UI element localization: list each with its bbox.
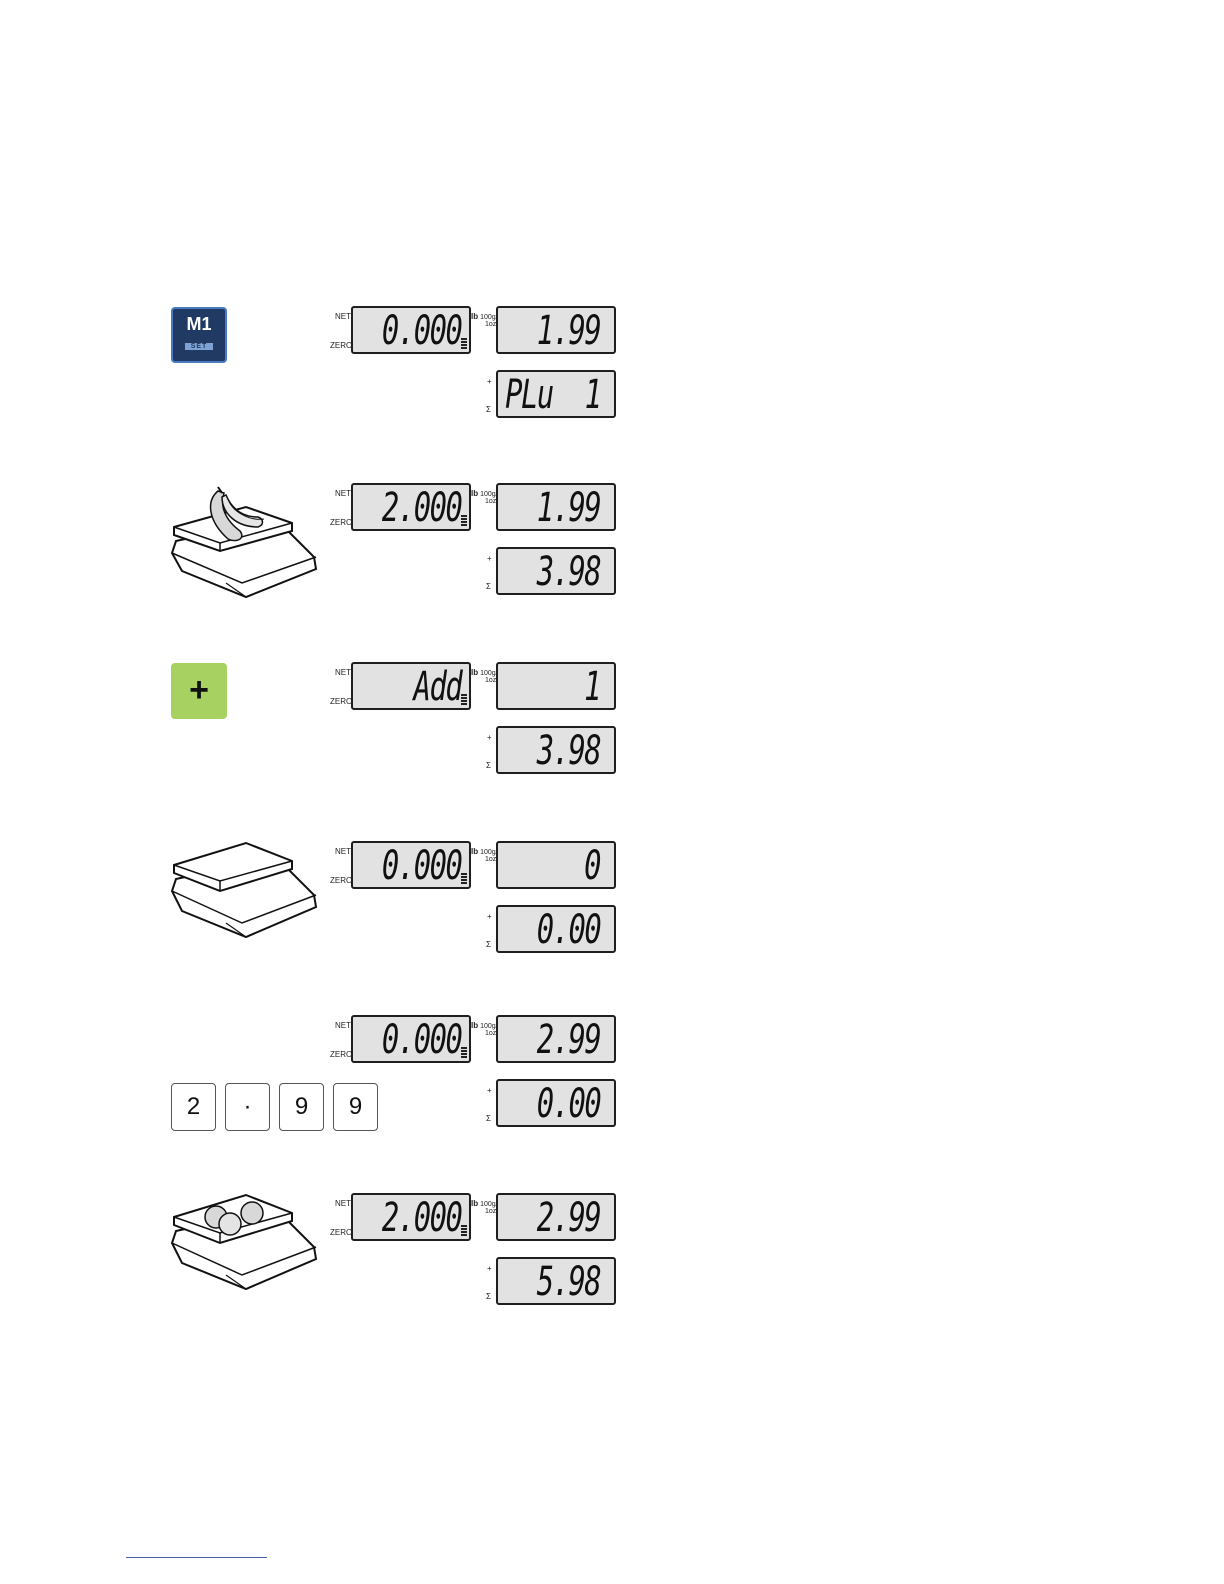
total-display: 0.00 <box>496 1079 616 1127</box>
unit-price-display: 0 <box>496 841 616 889</box>
weight-display: 0.000 <box>351 841 471 889</box>
weight-display: 2.000 <box>351 1193 471 1241</box>
weight-value: Add <box>413 665 461 709</box>
sigma-label: Σ <box>486 405 491 414</box>
total-display: 3.98 <box>496 547 616 595</box>
net-label: NET <box>335 668 351 677</box>
zero-label: ZERO <box>330 876 352 885</box>
sigma-label: Σ <box>486 940 491 949</box>
unit-label: lb 100g/1oz <box>471 490 498 505</box>
sigma-label: Σ <box>486 582 491 591</box>
total-value: 5.98 <box>536 1260 600 1304</box>
unit-price-display: 2.99 <box>496 1193 616 1241</box>
total-value: 0.00 <box>536 908 600 952</box>
unit-label: lb 100g/1oz <box>471 1022 498 1037</box>
step-6: NET ZERO 2.000 lb 100g/1oz 2.99 + Σ 5.98 <box>0 1187 1224 1347</box>
battery-icon <box>461 694 467 706</box>
total-value: 3.98 <box>536 550 600 594</box>
footnote-divider <box>126 1557 267 1558</box>
numeric-key-decimal[interactable]: · <box>225 1083 270 1131</box>
total-value: PLu 1 <box>505 373 600 417</box>
unit-label: lb 100g/1oz <box>471 848 498 863</box>
net-label: NET <box>335 489 351 498</box>
unit-price-display: 1 <box>496 662 616 710</box>
net-label: NET <box>335 1021 351 1030</box>
numeric-key-2[interactable]: 2 <box>171 1083 216 1131</box>
numeric-key-9[interactable]: 9 <box>333 1083 378 1131</box>
plus-label: + <box>487 377 492 386</box>
sigma-label: Σ <box>486 1114 491 1123</box>
weight-display: 0.000 <box>351 1015 471 1063</box>
plus-label: + <box>487 1086 492 1095</box>
battery-icon <box>461 1225 467 1237</box>
m1-key-sublabel: SET <box>185 343 214 350</box>
sigma-label: Σ <box>486 1292 491 1301</box>
net-label: NET <box>335 1199 351 1208</box>
step-4: NET ZERO 0.000 lb 100g/1oz 0 + Σ 0.00 <box>0 835 1224 995</box>
unit-price-value: 1.99 <box>536 309 600 353</box>
total-value: 0.00 <box>536 1082 600 1126</box>
total-display: 3.98 <box>496 726 616 774</box>
weight-value: 2.000 <box>381 1196 461 1240</box>
weight-display: Add <box>351 662 471 710</box>
total-display: 5.98 <box>496 1257 616 1305</box>
battery-icon <box>461 515 467 527</box>
m1-set-key[interactable]: M1 SET <box>171 307 227 363</box>
total-display: 0.00 <box>496 905 616 953</box>
plus-label: + <box>487 912 492 921</box>
step-2: NET ZERO 2.000 lb 100g/1oz 1.99 + Σ 3.98 <box>0 477 1224 637</box>
step-3: + NET ZERO Add lb 100g/1oz 1 + Σ 3.98 <box>0 656 1224 816</box>
step-1: M1 SET NET ZERO 0.000 lb 100g/1oz 1.99 +… <box>0 300 1224 460</box>
unit-price-display: 1.99 <box>496 483 616 531</box>
zero-label: ZERO <box>330 697 352 706</box>
sigma-label: Σ <box>486 761 491 770</box>
weight-display: 2.000 <box>351 483 471 531</box>
weight-value: 0.000 <box>381 1018 461 1062</box>
plus-label: + <box>487 1264 492 1273</box>
unit-label: lb 100g/1oz <box>471 313 498 328</box>
unit-price-value: 2.99 <box>536 1018 600 1062</box>
unit-price-value: 1.99 <box>536 486 600 530</box>
total-display: PLu 1 <box>496 370 616 418</box>
unit-price-value: 1 <box>584 665 600 709</box>
total-value: 3.98 <box>536 729 600 773</box>
unit-price-display: 2.99 <box>496 1015 616 1063</box>
empty-scale-icon <box>166 839 318 943</box>
zero-label: ZERO <box>330 1228 352 1237</box>
battery-icon <box>461 873 467 885</box>
scale-with-fruit-icon <box>166 1191 318 1295</box>
plus-key[interactable]: + <box>171 663 227 719</box>
unit-price-value: 0 <box>584 844 600 888</box>
plus-label: + <box>487 733 492 742</box>
net-label: NET <box>335 312 351 321</box>
zero-label: ZERO <box>330 518 352 527</box>
zero-label: ZERO <box>330 341 352 350</box>
unit-price-display: 1.99 <box>496 306 616 354</box>
net-label: NET <box>335 847 351 856</box>
weight-value: 0.000 <box>381 309 461 353</box>
weight-value: 2.000 <box>381 486 461 530</box>
unit-price-value: 2.99 <box>536 1196 600 1240</box>
plus-label: + <box>487 554 492 563</box>
weight-display: 0.000 <box>351 306 471 354</box>
zero-label: ZERO <box>330 1050 352 1059</box>
m1-key-label: M1 <box>173 314 225 335</box>
step-5: 2 · 9 9 NET ZERO 0.000 lb 100g/1oz 2.99 … <box>0 1009 1224 1169</box>
scale-with-bananas-icon <box>166 479 318 605</box>
numeric-key-9[interactable]: 9 <box>279 1083 324 1131</box>
unit-label: lb 100g/1oz <box>471 1200 498 1215</box>
weight-value: 0.000 <box>381 844 461 888</box>
battery-icon <box>461 338 467 350</box>
battery-icon <box>461 1047 467 1059</box>
unit-label: lb 100g/1oz <box>471 669 498 684</box>
